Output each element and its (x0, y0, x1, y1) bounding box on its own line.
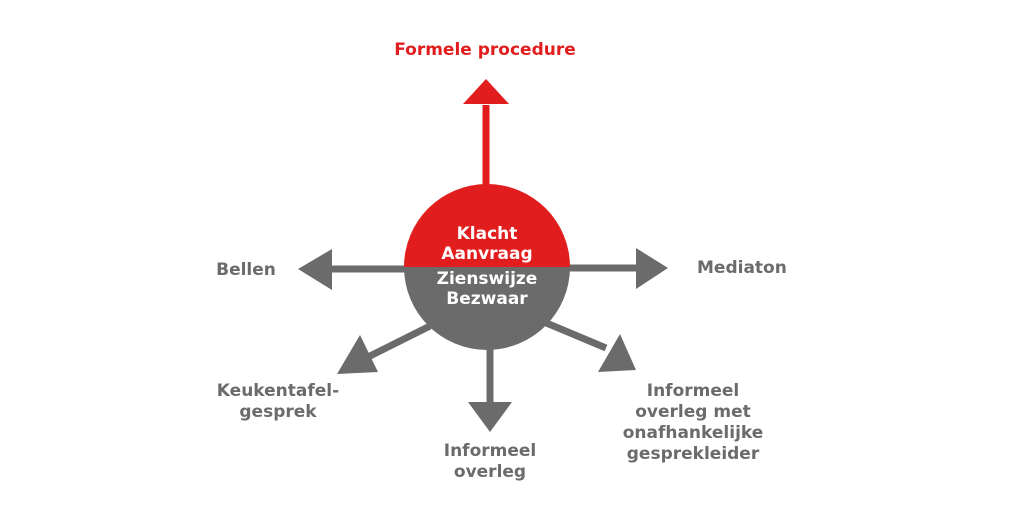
label-keukentafel-gesprek: Keukentafel- gesprek (216, 381, 340, 422)
label-informeel-overleg: Informeel overleg (443, 441, 537, 482)
arrow-informeel-onafhankelijk-head (598, 334, 636, 372)
label-bellen: Bellen (216, 260, 276, 280)
arrow-informeel-onafhankelijk-shaft (542, 318, 608, 352)
arrow-mediaton-head (636, 248, 668, 289)
center-top-text: Klacht Aanvraag (441, 224, 533, 264)
label-formele-procedure: Formele procedure (394, 40, 576, 60)
arrow-bellen-head (298, 249, 332, 290)
arrow-formele-procedure-head (463, 79, 509, 104)
arrow-keukentafel-head (337, 335, 378, 374)
arrow-keukentafel-shaft (364, 322, 432, 362)
center-circle-bottom-half (404, 267, 570, 350)
center-circle (404, 184, 570, 350)
center-bottom-text: Zienswijze Bezwaar (436, 269, 538, 309)
label-informeel-overleg-onafhankelijk: Informeel overleg met onafhankelijke ges… (622, 381, 764, 464)
center-circle-top-half (404, 184, 570, 267)
arrow-informeel-head (468, 402, 512, 432)
label-mediaton: Mediaton (697, 258, 787, 278)
